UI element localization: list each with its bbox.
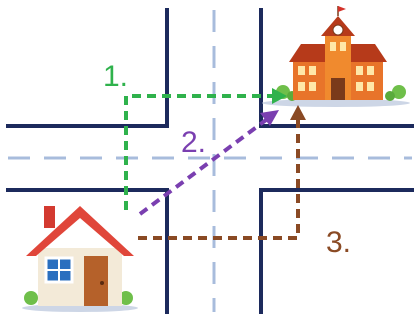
route-1-label: 1. xyxy=(103,60,128,93)
route-3-label: 3. xyxy=(326,226,351,259)
route-2-label: 2. xyxy=(181,126,206,159)
school-icon xyxy=(262,6,410,107)
route-3-path xyxy=(138,118,298,238)
route-3-arrowhead xyxy=(290,105,306,120)
road-edge-top-left xyxy=(8,10,167,126)
house-icon xyxy=(22,206,138,312)
